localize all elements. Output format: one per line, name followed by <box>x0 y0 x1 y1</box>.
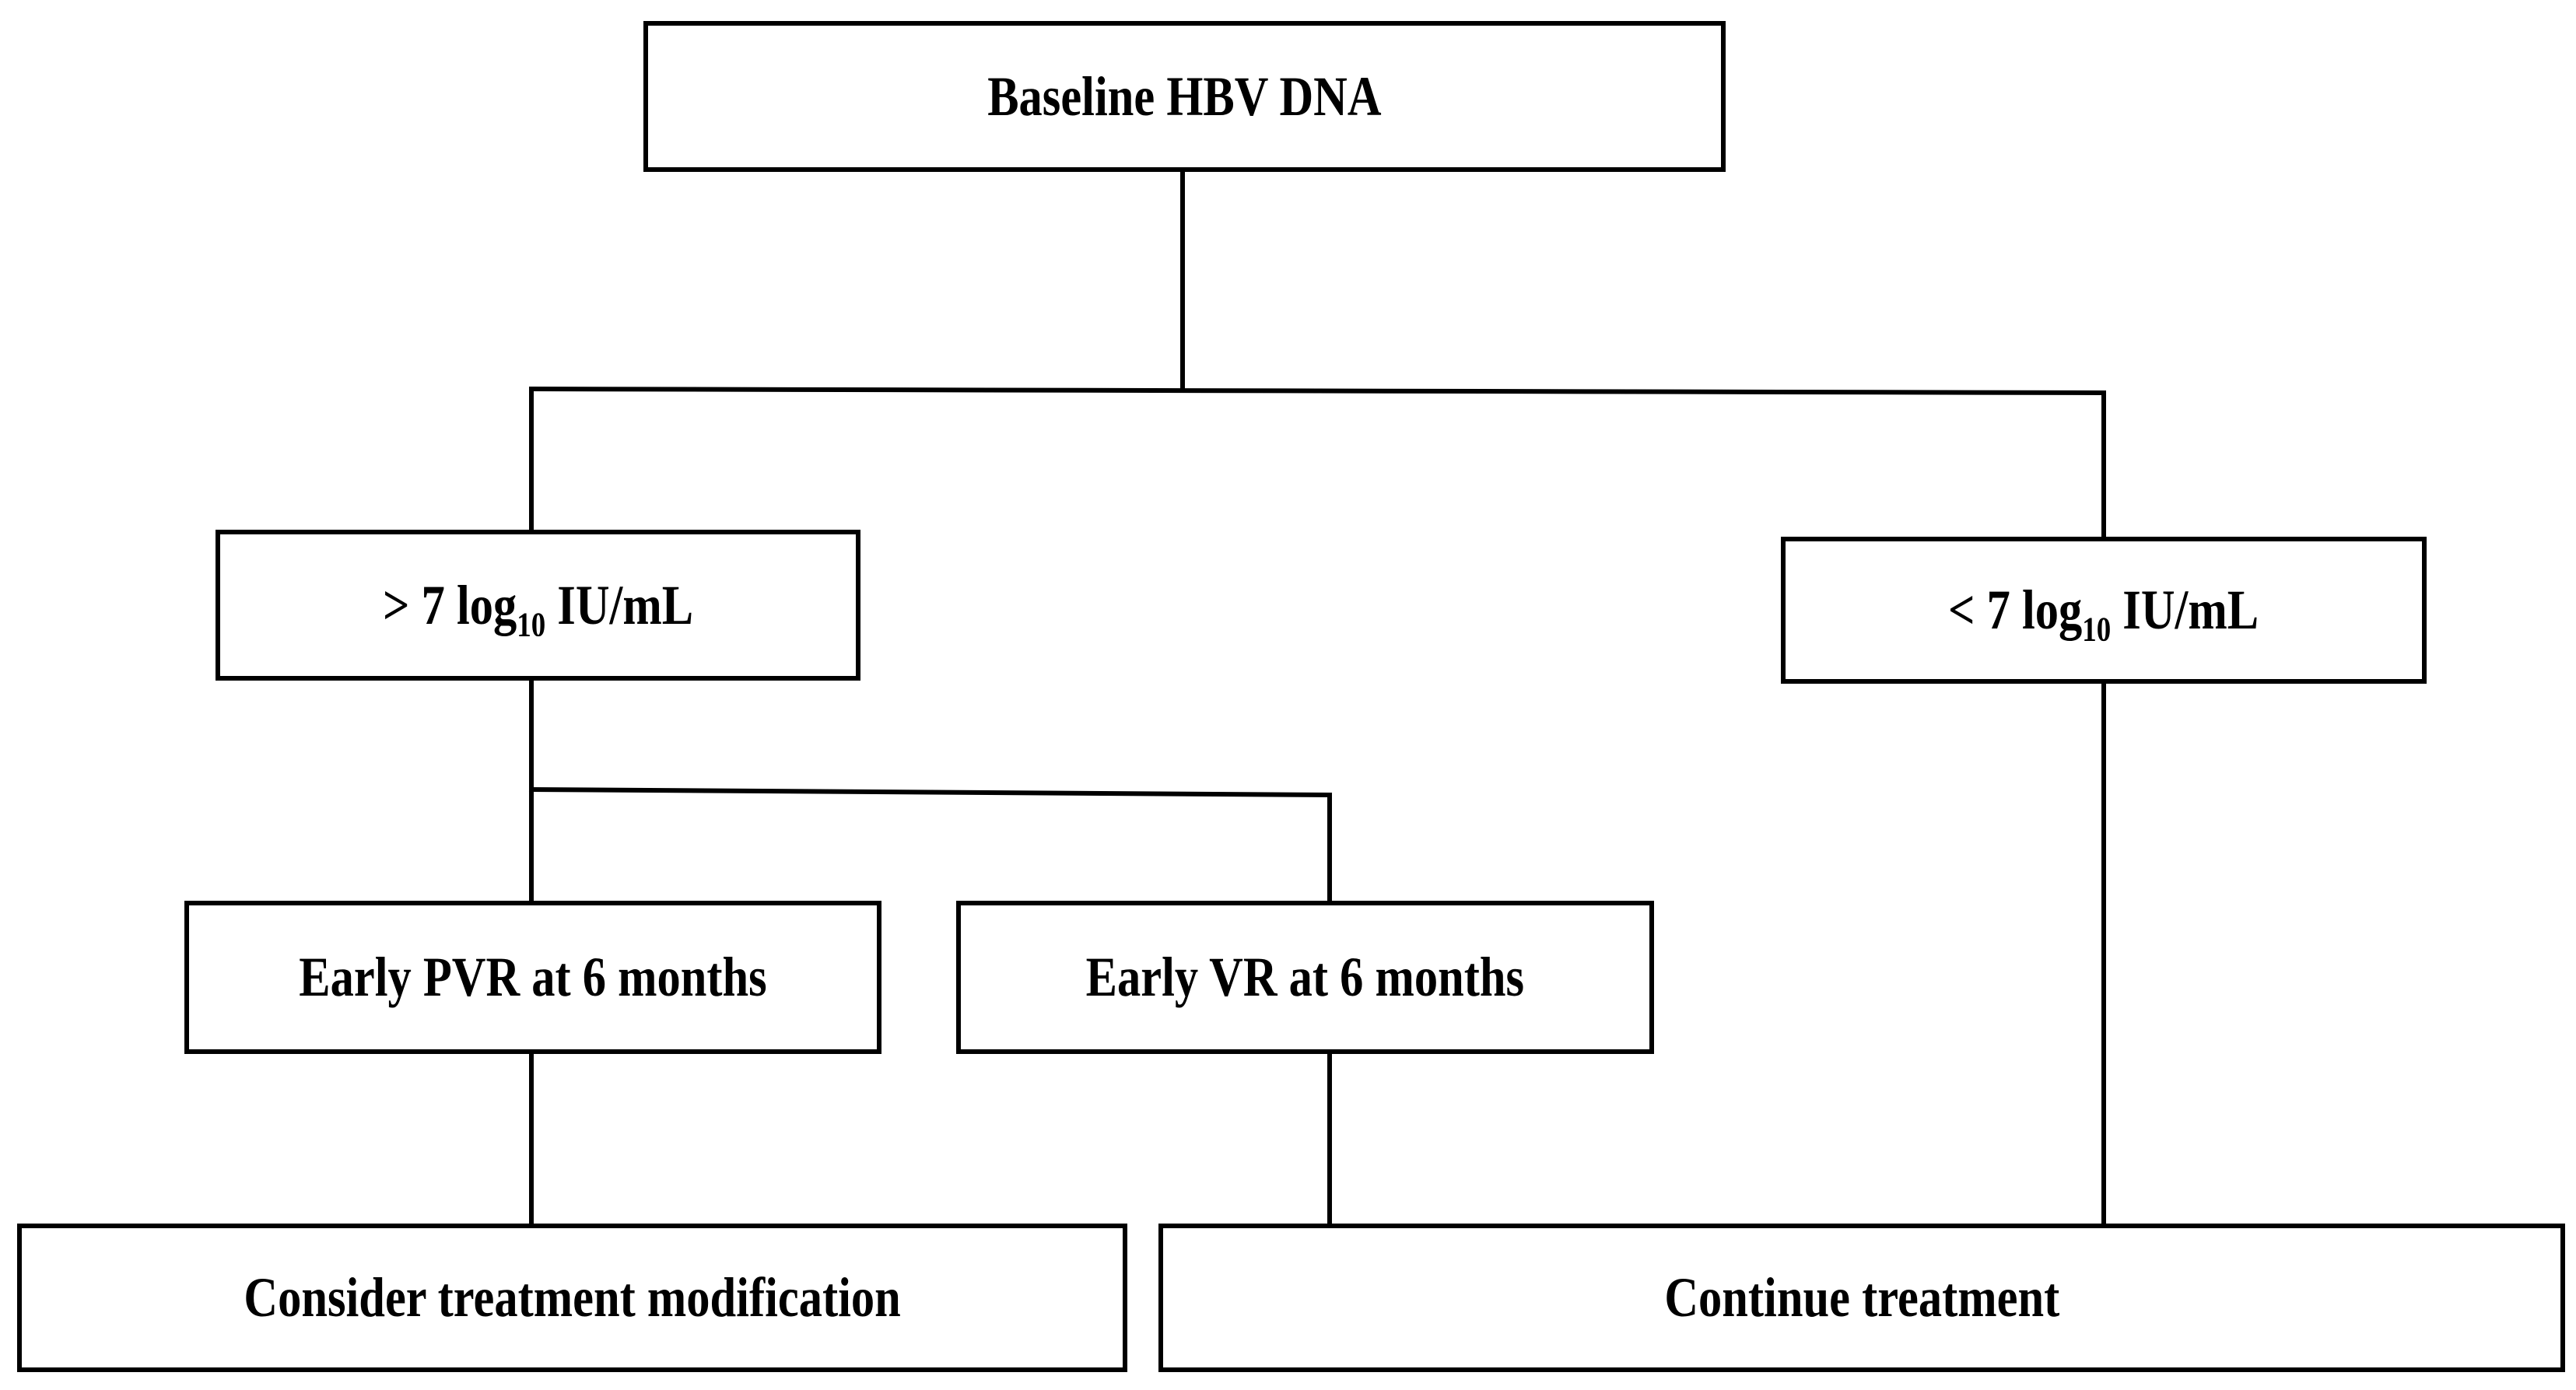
node-early-vr-label: Early VR at 6 months <box>1085 946 1525 1008</box>
node-low-viral-load: < 7 log10 IU/mL <box>1781 537 2427 684</box>
node-modify-label: Consider treatment modification <box>244 1266 901 1329</box>
node-early-pvr: Early PVR at 6 months <box>184 901 881 1054</box>
connector-top-branch <box>528 386 2107 396</box>
node-early-pvr-label: Early PVR at 6 months <box>299 946 767 1008</box>
node-continue-treatment: Continue treatment <box>1158 1224 2565 1372</box>
node-consider-treatment-modification: Consider treatment modification <box>17 1224 1127 1372</box>
node-baseline-hbv-dna: Baseline HBV DNA <box>643 21 1726 172</box>
connector-mid-branch <box>528 786 1333 798</box>
node-baseline-label: Baseline HBV DNA <box>987 65 1382 128</box>
node-early-vr: Early VR at 6 months <box>956 901 1654 1054</box>
node-high-label: > 7 log10 IU/mL <box>382 573 694 643</box>
node-continue-label: Continue treatment <box>1664 1266 2059 1329</box>
node-low-label: < 7 log10 IU/mL <box>1948 579 2259 649</box>
node-high-viral-load: > 7 log10 IU/mL <box>216 530 860 681</box>
